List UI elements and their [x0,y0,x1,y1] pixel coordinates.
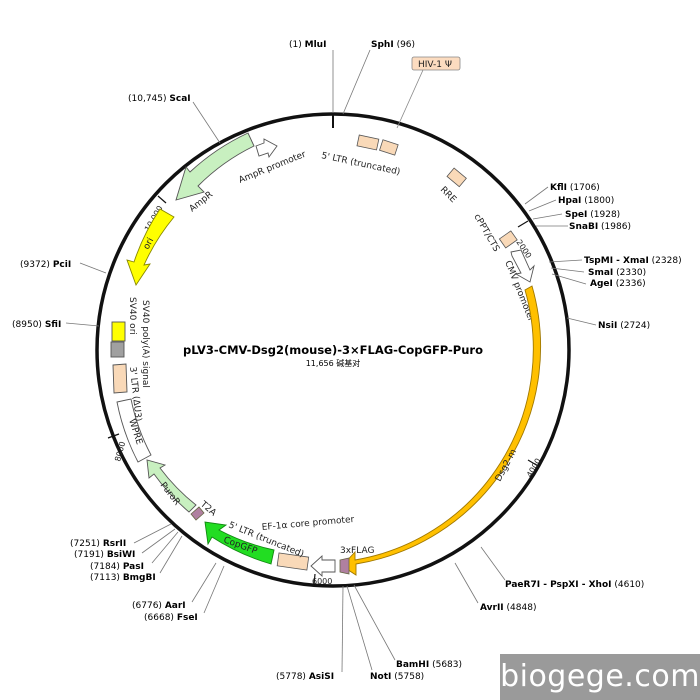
site-asisi-leader [341,585,344,673]
site-fsei-leader [203,565,225,614]
site-rsrii-leader [133,523,172,544]
tick-6000-mark [313,573,316,586]
site-nsii: NsiI (2724) [598,321,650,331]
site-noti: NotI (5758) [370,672,424,682]
ltr5b-box [276,552,310,571]
sv40-ori-box [111,321,126,342]
site-scai-leader [192,101,221,144]
site-pcii: (9372) PciI [20,260,71,270]
site-hpai: HpaI (1800) [558,196,614,206]
site-smai-leader [550,267,585,273]
tick-2000-mark [517,220,529,228]
cppt-label: cPPT/CTS [471,213,501,254]
site-smai: SmaI (2330) [588,268,646,278]
site-bsiwi-leader [141,528,176,554]
site-asisi: (5778) AsiSI [276,672,334,682]
sv40-polya-label: SV40 poly(A) signal [140,300,150,388]
hiv-psi-label: HIV-1 Ψ [418,60,452,70]
dsg2-arrow [341,285,542,576]
site-xhoi-leader [480,546,506,581]
site-sphi-leader [342,49,371,115]
site-bmgbi-leader [159,535,183,574]
site-sphi: SphI (96) [371,40,415,50]
site-pasi-leader [151,531,179,564]
site-pcii-leader [79,262,107,274]
ori-arrow [126,208,175,286]
site-bamhi: BamHI (5683) [396,660,462,670]
site-sfii-leader [65,322,100,327]
site-fsei: (6668) FseI [144,613,198,623]
site-pasi: (7184) PasI [90,562,144,572]
site-xmai: TspMI - XmaI (2328) [584,256,682,266]
position-ticks: 2000 4000 6000 8000 10,000 [107,195,543,586]
tick-4000: 4000 [525,457,543,479]
site-noti-leader [346,585,373,671]
site-aari-leader [191,562,217,603]
tick-10000-mark [157,195,167,204]
site-avrii-leader [454,562,479,604]
site-kfli: KflI (1706) [550,183,600,193]
ltr5-label: 5' LTR (truncated) [320,151,401,177]
site-mlui: (1) MluI [289,40,326,50]
watermark: biogege.com [500,654,700,700]
site-hpai-leader [528,199,557,212]
ef1a-label: EF-1α core promoter [261,515,355,533]
ltr5-box-2 [379,139,399,156]
tick-6000: 6000 [312,577,332,586]
site-xmai-leader [548,259,583,263]
site-bamhi-leader [353,584,396,661]
site-scai: (10,745) ScaI [128,94,191,104]
site-spei: SpeI (1928) [565,210,620,220]
ori-label: ori [142,236,156,251]
ampr-promoter-label: AmpR promoter [237,150,307,186]
ltr3-box [112,363,128,394]
ampr-promoter-arrow [255,138,278,159]
site-agei-leader [551,273,587,285]
hiv-psi-box [411,56,461,71]
site-rsrii: (7251) RsrII [70,539,126,549]
sv40-ori-label: SV40 ori [127,297,137,335]
plasmid-length: 11,656 碱基对 [306,358,361,368]
ltr5-box-1 [356,134,380,151]
site-kfli-leader [524,186,549,205]
site-xhoi: PaeR7I - PspXI - XhoI (4610) [505,580,644,590]
site-snabi: SnaBI (1986) [569,222,631,232]
hiv-psi-leader [396,69,424,129]
site-avrii: AvrII (4848) [480,603,536,613]
flag-label: 3xFLAG [340,546,374,556]
ef1a-promoter-arrow [310,554,336,578]
copgfp-arrow [204,521,275,565]
site-nsii-leader [566,317,597,326]
site-aari: (6776) AarI [132,601,186,611]
wpre-box [116,398,152,463]
site-agei: AgeI (2336) [590,279,646,289]
site-spei-leader [532,213,563,220]
site-bmgbi: (7113) BmgBI [90,573,156,583]
ampr-arrow [175,132,255,201]
tick-4000-mark [527,459,539,467]
dsg2-label: Dsg2-m [494,448,519,484]
site-bsiwi: (7191) BsiWI [74,550,135,560]
cppt-box [498,230,518,249]
sv40-polya-box [110,341,125,358]
cmv-promoter-arrow [510,249,535,283]
puror-arrow [146,459,197,513]
rre-box [446,167,467,188]
t2a-box [190,506,205,521]
flag-box [339,557,350,575]
tick-8000-mark [107,433,120,439]
plasmid-name: pLV3-CMV-Dsg2(mouse)-3×FLAG-CopGFP-Puro [183,343,483,357]
rre-label: RRE [438,185,458,205]
site-sfii: (8950) SfiI [12,320,61,330]
